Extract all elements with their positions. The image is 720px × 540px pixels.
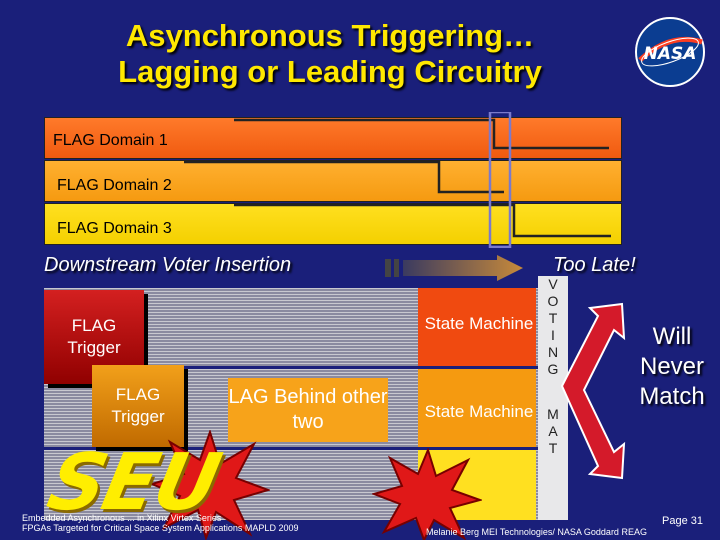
state-machine-2-label: State Machine	[424, 402, 534, 421]
flag-trigger-1-label: FLAG Trigger	[67, 316, 121, 357]
page-number: Page 31	[662, 515, 703, 527]
state-machine-2-bg	[418, 369, 536, 447]
voting-letter: N	[547, 344, 559, 360]
flag-domain-1-label: FLAG Domain 1	[53, 132, 168, 149]
state-machine-1-box: State Machine	[424, 296, 534, 352]
state-machine-1-bg	[418, 288, 536, 366]
double-arrow-icon	[560, 302, 626, 480]
lag-behind-box: LAG Behind other two	[228, 378, 388, 442]
voting-word: V O T I N G	[538, 276, 568, 378]
flag-trigger-2-box: FLAG Trigger	[92, 365, 184, 447]
voting-letter: V	[548, 276, 558, 292]
nasa-logo-icon: NASA	[635, 17, 705, 87]
voting-letter: I	[551, 327, 555, 343]
downstream-voter-label: Downstream Voter Insertion	[44, 254, 292, 276]
slide-title: Asynchronous Triggering… Lagging or Lead…	[0, 18, 660, 90]
footer-left: Embedded Asynchronous ... in Xilinx Virt…	[22, 513, 298, 533]
footer-right: Melanie Berg MEI Technologies/ NASA Godd…	[426, 527, 647, 537]
flag-domain-3-label: FLAG Domain 3	[57, 220, 172, 237]
matching-word: M A T	[538, 406, 568, 457]
explosion-icon	[372, 448, 482, 540]
flag-domain-1-band: FLAG Domain 1	[44, 117, 622, 159]
voting-letter: O	[547, 293, 559, 309]
flag-domain-3-band: FLAG Domain 3	[44, 203, 622, 245]
footer-left-line-1: Embedded Asynchronous ... in Xilinx Virt…	[22, 513, 222, 523]
matching-letter: A	[548, 423, 558, 439]
signal-waveforms	[184, 112, 611, 248]
state-machine-1-label: State Machine	[424, 314, 534, 333]
voting-letter: G	[547, 361, 559, 377]
voting-letter: T	[548, 310, 558, 326]
matching-letter: T	[548, 440, 558, 456]
explosion-icon	[150, 430, 270, 540]
flag-domain-2-label: FLAG Domain 2	[57, 177, 172, 194]
will-never-match-label: Will Never Match	[639, 323, 705, 410]
too-late-label: Too Late!	[553, 254, 636, 276]
svg-text:NASA: NASA	[644, 44, 697, 64]
matching-letter: M	[547, 406, 559, 422]
voter-column	[538, 276, 568, 520]
title-line-1: Asynchronous Triggering…	[125, 18, 535, 53]
state-machine-2-box: State Machine	[424, 384, 534, 440]
footer-left-line-2: FPGAs Targeted for Critical Space System…	[22, 523, 299, 533]
flag-domain-2-band: FLAG Domain 2	[44, 160, 622, 202]
right-arrow-icon	[385, 255, 523, 281]
lag-behind-label: LAG Behind other two	[228, 386, 388, 433]
flag-trigger-2-label: FLAG Trigger	[111, 385, 165, 426]
title-line-2: Lagging or Leading Circuitry	[118, 54, 542, 89]
